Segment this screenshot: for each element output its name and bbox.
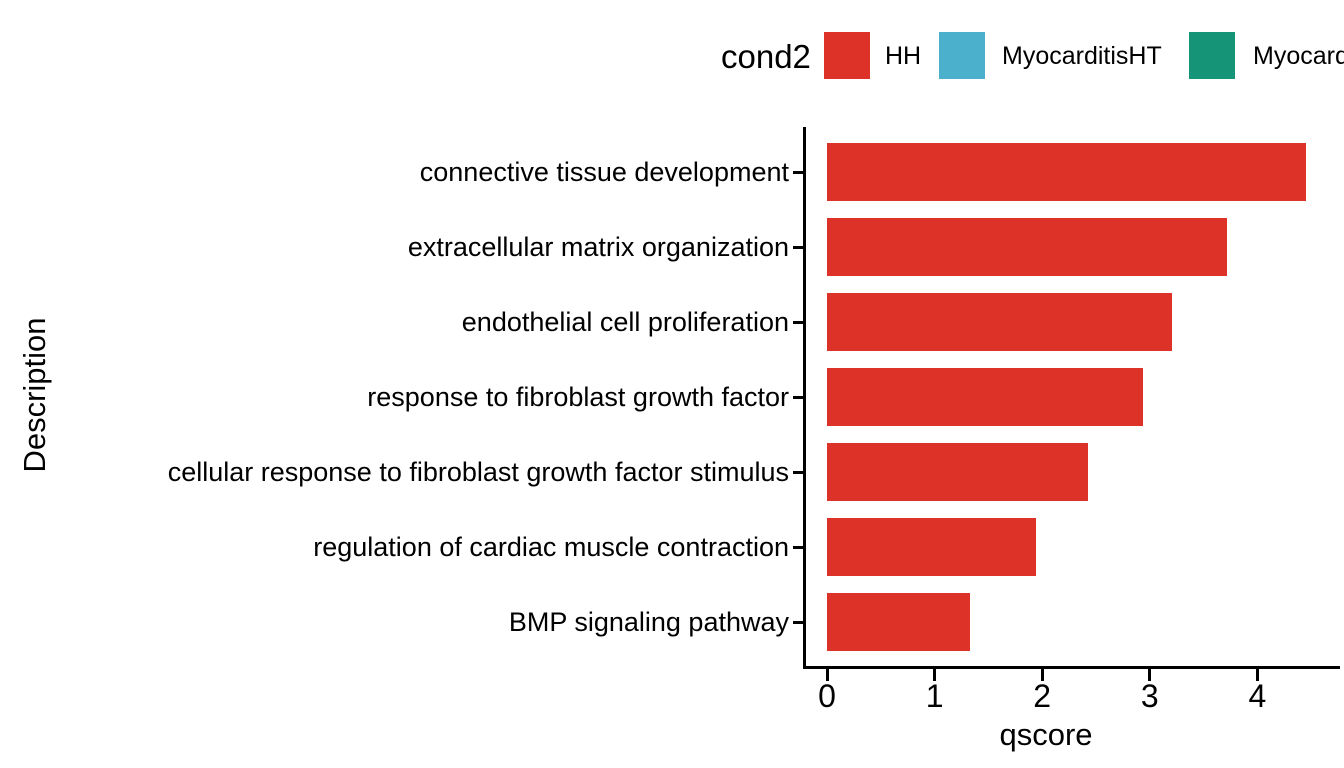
- y-tick-3: [793, 395, 803, 399]
- category-label-1: extracellular matrix organization: [407, 232, 789, 262]
- category-label-2: endothelial cell proliferation: [461, 307, 789, 337]
- x-axis-line: [803, 666, 1340, 669]
- legend-label-hh: HH: [885, 42, 922, 70]
- bar-1: [827, 218, 1227, 276]
- category-label-3: response to fibroblast growth factor: [367, 382, 789, 412]
- x-axis-title: qscore: [999, 717, 1093, 752]
- legend-label-myocarditisht: MyocarditisHT: [1002, 42, 1162, 70]
- x-tick-3: [1148, 669, 1152, 681]
- y-axis-title: Description: [17, 317, 52, 473]
- x-tick-2: [1040, 669, 1044, 681]
- bar-3: [827, 368, 1143, 426]
- category-label-0: connective tissue development: [419, 157, 789, 187]
- x-tick-label-1: 1: [925, 678, 944, 714]
- legend-key-hh: [824, 32, 870, 79]
- legend-key-myocard: [1189, 32, 1235, 79]
- y-tick-6: [793, 620, 803, 624]
- bar-6: [827, 593, 970, 651]
- x-tick-1: [933, 669, 937, 681]
- x-tick-label-4: 4: [1248, 678, 1267, 714]
- bar-0: [827, 143, 1306, 201]
- x-tick-0: [825, 669, 829, 681]
- legend-label-myocard: Myocard: [1253, 42, 1344, 70]
- legend-key-myocarditisht: [939, 32, 985, 79]
- x-tick-label-2: 2: [1033, 678, 1052, 714]
- x-tick-label-3: 3: [1140, 678, 1159, 714]
- legend-title: cond2: [721, 38, 811, 75]
- bar-4: [827, 443, 1088, 501]
- x-tick-4: [1255, 669, 1259, 681]
- x-tick-label-0: 0: [818, 678, 836, 714]
- y-axis-line: [803, 127, 806, 669]
- bar-5: [827, 518, 1036, 576]
- category-label-6: BMP signaling pathway: [508, 607, 789, 637]
- y-tick-2: [793, 320, 803, 324]
- y-tick-5: [793, 545, 803, 549]
- y-tick-0: [793, 170, 803, 174]
- y-tick-4: [793, 470, 803, 474]
- category-label-4: cellular response to fibroblast growth f…: [167, 457, 789, 487]
- y-tick-1: [793, 245, 803, 249]
- bar-2: [827, 293, 1172, 351]
- category-label-5: regulation of cardiac muscle contraction: [313, 532, 789, 562]
